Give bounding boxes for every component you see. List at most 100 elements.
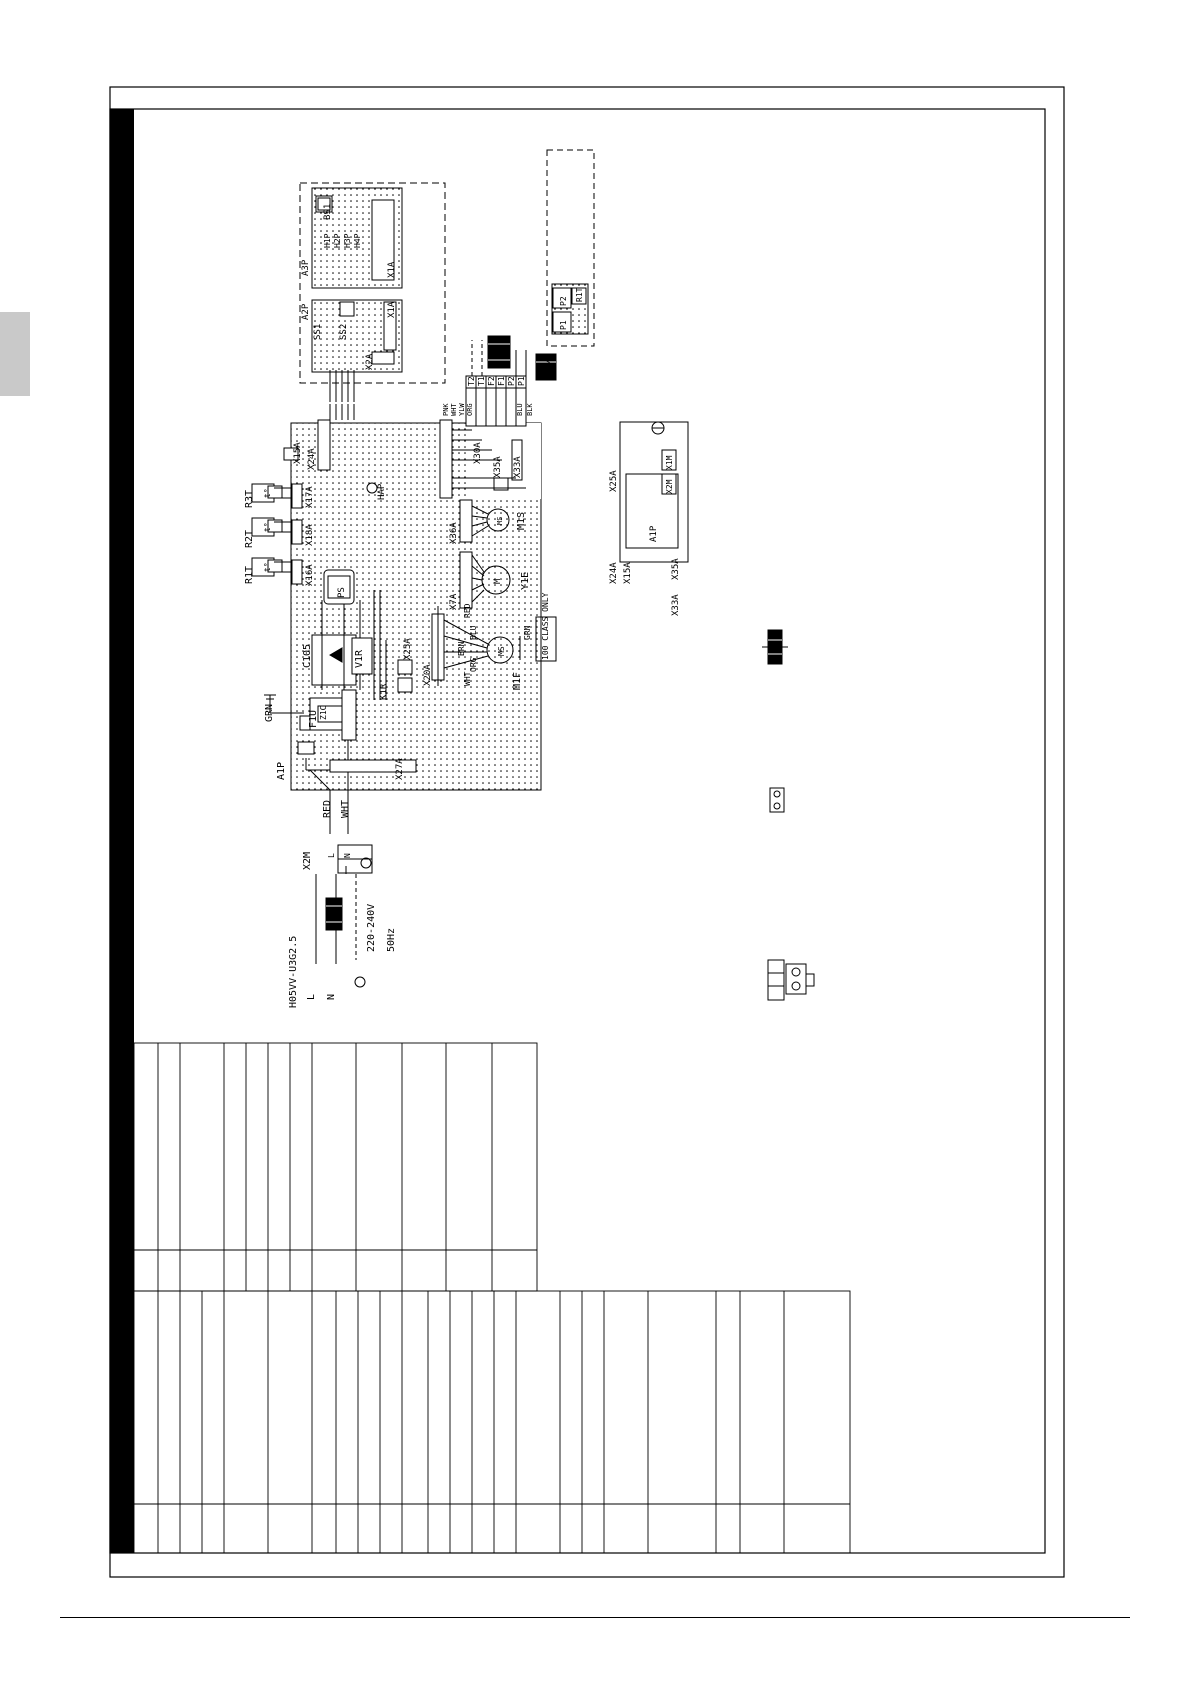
x30a-label: X30A <box>473 442 483 464</box>
layout-x1m: X1M <box>665 455 674 470</box>
term-p1: P1 <box>517 376 526 386</box>
c105-label: C105 <box>302 644 313 668</box>
a2p-label: A2P <box>301 303 311 320</box>
supply-cable-label: H05VV-U3G2.5 <box>288 936 299 1008</box>
x17a-label: X17A <box>305 486 315 508</box>
component-layout-box <box>619 421 689 563</box>
layout-x2m: X2M <box>665 479 674 494</box>
chapter-side-tab <box>0 312 30 396</box>
x1m-label: X1M <box>545 359 555 376</box>
fan-wire-red: RED <box>463 603 472 618</box>
x33a-label: X33A <box>513 456 523 478</box>
term-f1: F1 <box>497 376 506 386</box>
r3t-symbol: t° <box>263 488 272 498</box>
x30a-wire-org: ORG <box>466 403 474 416</box>
ss2-label: SS2 <box>339 324 349 340</box>
a2p-x1a-label: X1A <box>387 301 397 318</box>
fan-wire-brn: BRN <box>457 641 466 656</box>
layout-a1p: A1P <box>649 525 659 542</box>
x30a-wire-wht: WHT <box>450 403 458 416</box>
layout-x35a: X35A <box>671 558 681 580</box>
hap-label: HAP <box>377 483 387 500</box>
v1r-label: V1R <box>354 649 365 668</box>
ground-grn <box>264 694 304 714</box>
x16a-label: X16A <box>305 564 315 586</box>
remote-p1: P1 <box>559 320 568 330</box>
m1s-label: M1S <box>516 512 527 530</box>
m1s-m-label: MS <box>496 517 504 525</box>
board-components <box>283 419 523 773</box>
led-h4p: H4P <box>353 233 362 248</box>
x30a-wiring <box>452 335 557 489</box>
x24a-label: X24A <box>307 448 317 470</box>
x27a-label: X27A <box>395 758 405 780</box>
term-t2: T2 <box>467 376 476 386</box>
layout-x15a: X15A <box>623 562 633 584</box>
motors <box>443 505 557 669</box>
z1c-label: Z1C <box>319 705 328 720</box>
led-h3p: H3P <box>343 233 352 248</box>
supply-freq-label: 50Hz <box>386 928 397 952</box>
remote-p2: P2 <box>559 296 568 306</box>
x36a-label: X36A <box>449 522 459 544</box>
led-h2p: H2P <box>333 233 342 248</box>
x20a-label: X20A <box>423 664 433 686</box>
layout-x25a: X25A <box>609 470 619 492</box>
x7a-label: X7A <box>449 593 459 610</box>
r2t-label: R2T <box>244 530 255 548</box>
x30a-wire-blk: BLK <box>526 403 534 416</box>
wire-grn-label: GRN <box>264 704 275 722</box>
a3p-x1a-label: X1A <box>387 261 397 278</box>
a2p-a3p-box <box>299 182 446 420</box>
legend-table-lower <box>133 1290 851 1554</box>
x18a-label: X18A <box>305 524 315 546</box>
ps-label: PS <box>337 587 347 598</box>
layout-x24a: X24A <box>609 562 619 584</box>
bs1-label: BS1 <box>323 204 333 220</box>
x30a-wire-blu: BLU <box>516 403 524 416</box>
thermistors <box>251 483 292 577</box>
term-t1: T1 <box>477 376 486 386</box>
r3t-label: R3T <box>244 490 255 508</box>
x2a-label: X2A <box>365 353 375 370</box>
a1p-label: A1P <box>276 762 287 780</box>
footer-rule <box>60 1617 1130 1618</box>
y1e-label: Y1E <box>520 572 531 590</box>
wire-wht-label: WHT <box>340 800 351 818</box>
y1e-m-label: M <box>493 578 503 584</box>
ss1-label: SS1 <box>313 324 323 340</box>
a3p-label: A3P <box>301 259 311 276</box>
supply-n-label: N <box>326 994 337 1000</box>
term-p2: P2 <box>507 376 516 386</box>
legend-symbols <box>762 629 815 1001</box>
x25a-label: X25A <box>403 638 413 660</box>
r2t-symbol: t° <box>263 522 272 532</box>
supply-l-label: L <box>306 994 317 1000</box>
class-note-label: 100 CLASS ONLY <box>541 592 550 660</box>
m1f-label: M1F <box>512 672 523 690</box>
r1t-label: R1T <box>244 566 255 584</box>
wire-red-label: RED <box>322 800 333 818</box>
labels: H05VV-U3G2.5 L N 220-240V 50Hz X2M L N R… <box>244 204 681 1008</box>
fan-wire-wht: WHT <box>463 671 472 686</box>
layout-x33a: X33A <box>671 594 681 616</box>
led-h1p: H1P <box>323 233 332 248</box>
x35a-label: X35A <box>493 456 503 478</box>
x30a-wire-pnk: PNK <box>442 403 450 416</box>
k1r-label: K1R <box>379 683 389 700</box>
title-bar <box>110 109 134 1553</box>
x15a-label: X15A <box>293 442 303 464</box>
remote-controller-box <box>546 149 595 347</box>
x2m-l-label: L <box>327 853 336 858</box>
fan-wire-org: ORG <box>469 657 478 672</box>
remote-r1t: R1T <box>575 287 584 302</box>
f1u-label: F1U <box>308 710 319 728</box>
r1t-symbol: t° <box>263 562 272 572</box>
m1f-m-label: MS <box>497 646 506 656</box>
supply-voltage-label: 220-240V <box>366 904 377 952</box>
x2m-n-label: N <box>343 853 352 858</box>
term-f2: F2 <box>487 376 496 386</box>
x30a-wire-ylw: YLW <box>458 403 466 416</box>
